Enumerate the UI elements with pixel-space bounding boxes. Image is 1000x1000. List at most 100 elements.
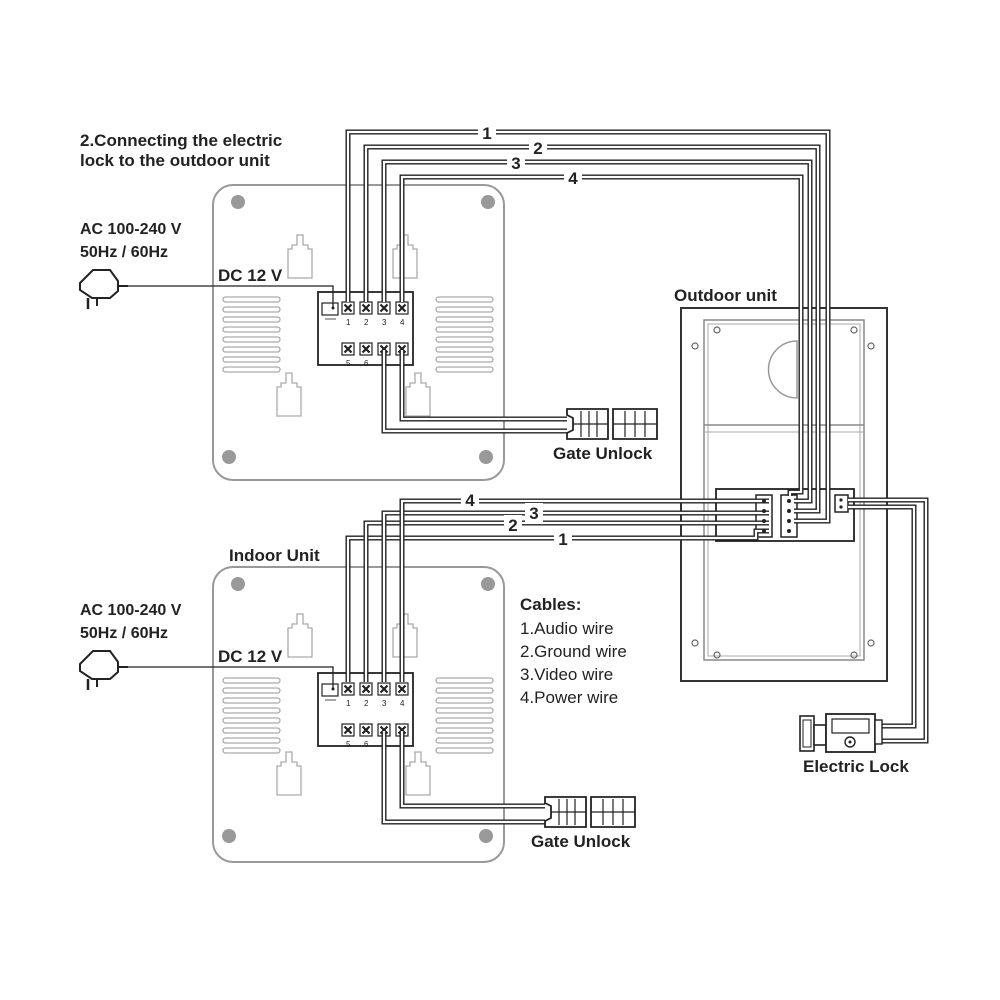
vent-slot bbox=[222, 687, 281, 694]
title-line-1: 2.Connecting the electric bbox=[80, 131, 282, 150]
wire-label-backdrop bbox=[504, 515, 522, 535]
terminal-number: 3 bbox=[382, 318, 387, 327]
screw-hole bbox=[691, 639, 699, 647]
wire-number-label: 3 bbox=[511, 154, 520, 173]
pin bbox=[787, 529, 791, 533]
vent-slot bbox=[222, 707, 281, 714]
screw-hole bbox=[231, 195, 245, 209]
screw-slot bbox=[343, 344, 353, 354]
screw-slot bbox=[379, 303, 389, 313]
screw-slot bbox=[361, 725, 371, 735]
outdoor-unit-plate-inner bbox=[707, 323, 861, 657]
wire-number-label: 4 bbox=[568, 169, 578, 188]
diagram-title: 2.Connecting the electric lock to the ou… bbox=[80, 131, 287, 170]
cable-core bbox=[382, 160, 812, 503]
screw-slot bbox=[343, 684, 353, 694]
vent-slot bbox=[435, 677, 494, 684]
terminal-number: 2 bbox=[364, 318, 369, 327]
cable-core bbox=[382, 350, 567, 433]
pin bbox=[839, 498, 843, 502]
screw-hole bbox=[713, 651, 721, 659]
screw-hole bbox=[481, 577, 495, 591]
screw-hole bbox=[481, 195, 495, 209]
power-label-lower: AC 100-240 V 50Hz / 60Hz bbox=[80, 602, 186, 642]
dc-label-lower: DC 12 V bbox=[218, 647, 283, 666]
mounting-hook bbox=[392, 613, 418, 658]
lock-strike-inner bbox=[802, 719, 812, 748]
screw-hole bbox=[691, 342, 699, 350]
power-label-line-1: AC 100-240 V bbox=[80, 221, 182, 238]
power-adapter-lower bbox=[79, 650, 334, 690]
screw-hole bbox=[867, 639, 875, 647]
screw-slot bbox=[397, 684, 407, 694]
screw-hole bbox=[479, 450, 493, 464]
dc-jack bbox=[321, 302, 339, 316]
power-adapter-upper bbox=[79, 269, 334, 309]
gate-unlock-icon-upper bbox=[566, 408, 658, 440]
wire-label-backdrop bbox=[529, 138, 547, 158]
power-label-line-2: 50Hz / 60Hz bbox=[80, 244, 168, 261]
vent-slot bbox=[435, 296, 494, 303]
screw-slot bbox=[361, 684, 371, 694]
vent-slot bbox=[435, 737, 494, 744]
cable-core bbox=[382, 511, 769, 682]
vent-slot bbox=[435, 306, 494, 313]
power-label-upper: AC 100-240 V 50Hz / 60Hz bbox=[80, 221, 186, 261]
mounting-hook bbox=[405, 372, 431, 417]
lock-bolt bbox=[813, 724, 827, 746]
terminal-number: 6 bbox=[364, 359, 369, 368]
terminal-number: 1 bbox=[346, 699, 351, 708]
wire-label-backdrop bbox=[554, 529, 572, 549]
cable-core bbox=[848, 498, 928, 743]
cable-core bbox=[400, 731, 545, 808]
screw-hole bbox=[231, 577, 245, 591]
terminal-number: 5 bbox=[346, 740, 351, 749]
terminal-number: 2 bbox=[364, 699, 369, 708]
vent-slot bbox=[222, 296, 281, 303]
cable-core bbox=[848, 505, 916, 728]
connector-pins bbox=[762, 498, 843, 533]
screw-hole bbox=[850, 651, 858, 659]
screw-hole bbox=[479, 829, 493, 843]
gate-unlock-icon-lower bbox=[544, 796, 636, 828]
vent-slot bbox=[435, 727, 494, 734]
wire-label-backdrop bbox=[478, 123, 496, 143]
vent-slots-left bbox=[222, 677, 281, 754]
cable-item-ground: 2.Ground wire bbox=[520, 642, 627, 661]
cable-core bbox=[400, 499, 769, 682]
vent-slot bbox=[435, 346, 494, 353]
vent-slot bbox=[222, 306, 281, 313]
wire-label-backdrop bbox=[564, 168, 582, 188]
outdoor-unit bbox=[680, 307, 888, 682]
terminal-number: 1 bbox=[346, 318, 351, 327]
mounting-hook bbox=[405, 751, 431, 796]
title-line-2: lock to the outdoor unit bbox=[80, 151, 270, 170]
mounting-hook bbox=[276, 372, 302, 417]
vent-slot bbox=[222, 346, 281, 353]
terminal-number: 4 bbox=[400, 318, 405, 327]
cable-core bbox=[364, 521, 769, 682]
screw-slot bbox=[343, 725, 353, 735]
vent-slot bbox=[435, 336, 494, 343]
vent-slot bbox=[222, 717, 281, 724]
vent-slot bbox=[435, 707, 494, 714]
cable-core bbox=[382, 731, 545, 824]
screw-slot bbox=[379, 684, 389, 694]
vent-slot bbox=[435, 356, 494, 363]
dc-cable-upper bbox=[128, 285, 334, 308]
vent-slot bbox=[222, 747, 281, 754]
cables-legend: Cables: 1.Audio wire 2.Ground wire 3.Vid… bbox=[520, 595, 627, 707]
screw-hole bbox=[222, 450, 236, 464]
adapter-plug-icon bbox=[79, 269, 119, 299]
vent-slot bbox=[222, 697, 281, 704]
terminal-number: 5 bbox=[346, 359, 351, 368]
screw-hole bbox=[867, 342, 875, 350]
vent-slots-right bbox=[435, 677, 494, 754]
mounting-hook bbox=[287, 234, 313, 279]
wire-label-backdrop bbox=[507, 153, 525, 173]
vent-slot bbox=[435, 697, 494, 704]
pin bbox=[839, 505, 843, 509]
pin bbox=[787, 519, 791, 523]
